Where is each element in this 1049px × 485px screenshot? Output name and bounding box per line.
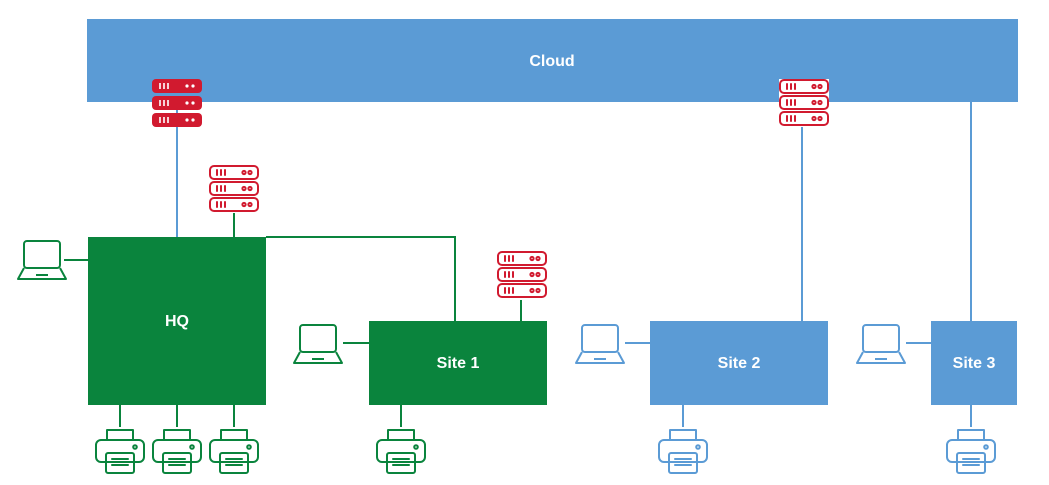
hq-node: HQ bbox=[88, 237, 266, 405]
server-rack-icon bbox=[779, 79, 829, 127]
cloud-node: Cloud bbox=[87, 19, 1018, 102]
site1-node: Site 1 bbox=[369, 321, 547, 405]
printer-icon bbox=[209, 429, 259, 474]
server-rack-icon bbox=[152, 79, 202, 127]
site3-label: Site 3 bbox=[953, 355, 996, 372]
site2-node: Site 2 bbox=[650, 321, 828, 405]
printer-icon bbox=[946, 429, 996, 474]
laptop-icon bbox=[293, 324, 343, 364]
printer-icon bbox=[376, 429, 426, 474]
printer-icon bbox=[95, 429, 145, 474]
hq-label: HQ bbox=[165, 313, 189, 330]
printer-icon bbox=[658, 429, 708, 474]
site2-label: Site 2 bbox=[718, 355, 761, 372]
laptop-icon bbox=[856, 324, 906, 364]
laptop-icon bbox=[17, 240, 67, 280]
laptop-icon bbox=[575, 324, 625, 364]
cloud-label: Cloud bbox=[529, 53, 574, 70]
link-hq-site1 bbox=[266, 236, 456, 321]
site1-label: Site 1 bbox=[437, 355, 480, 372]
printer-icon bbox=[152, 429, 202, 474]
server-rack-icon bbox=[497, 251, 547, 298]
site3-node: Site 3 bbox=[931, 321, 1017, 405]
server-rack-icon bbox=[209, 165, 259, 212]
